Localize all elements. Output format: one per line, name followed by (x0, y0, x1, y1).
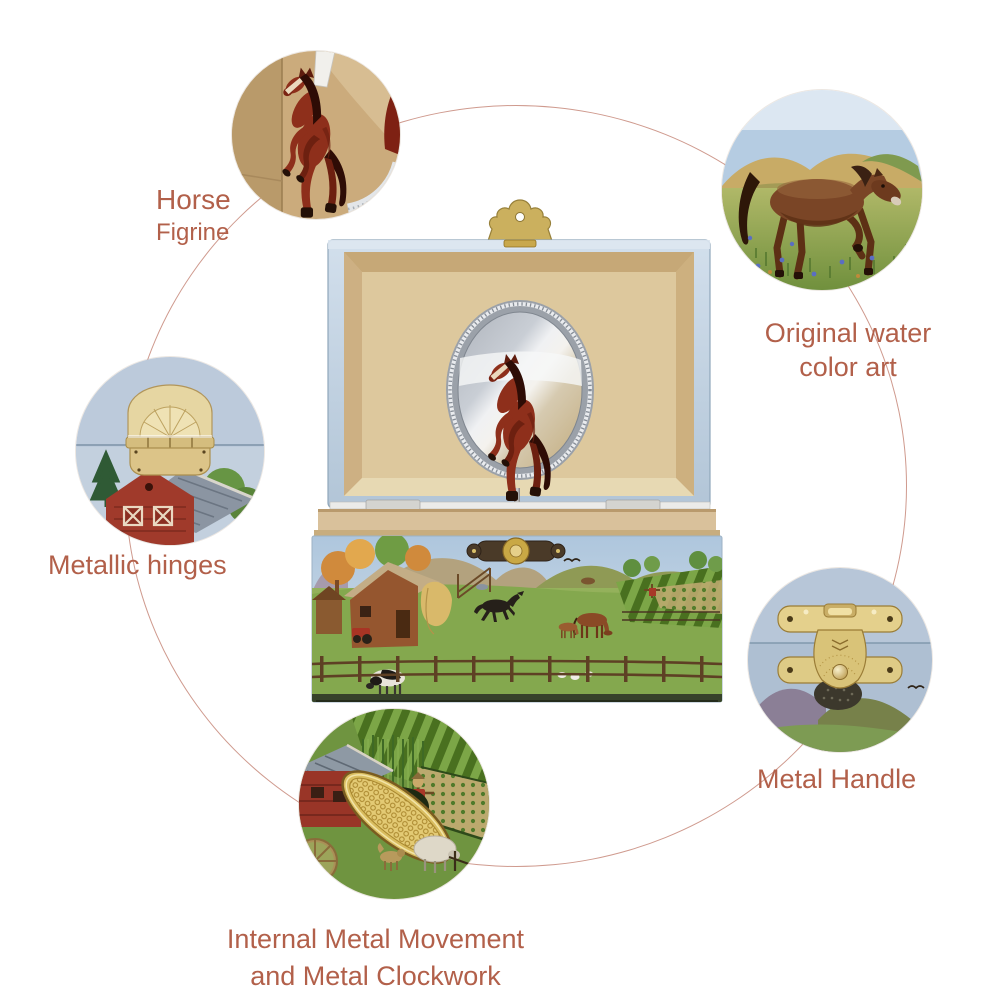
black-horse (474, 591, 524, 622)
label-metallic-hinges: Metallic hinges (48, 550, 227, 580)
foal (558, 622, 579, 639)
callout-internal-movement-photo (299, 709, 489, 899)
latch-hardware (777, 603, 903, 710)
lid-clasp-icon (486, 199, 554, 251)
farm-scene-painting (312, 536, 722, 702)
hinge-hardware (125, 384, 215, 476)
callout-watercolor-art-photo (722, 90, 922, 290)
music-box-photo (300, 190, 730, 720)
label-line: Internal Metal Movement (226, 924, 525, 954)
callout-metal-latch-photo (748, 568, 932, 752)
label-line: Original water (764, 318, 932, 348)
label-line: and Metal Clockwork (250, 961, 501, 991)
label-internal-movement: Internal Metal Movement and Metal Clockw… (203, 921, 548, 995)
dog (377, 843, 405, 871)
label-horse-figurine: Horse Figrine (156, 182, 231, 249)
label-line: Figrine (156, 218, 230, 246)
base-drawer (311, 509, 723, 703)
brown-horse (572, 613, 613, 638)
label-metal-handle: Metal Handle (757, 764, 917, 794)
label-watercolor-art: Original water color art (733, 316, 963, 384)
drawer-hinge-plate (466, 537, 566, 565)
callout-horse-figurine-photo (232, 51, 400, 219)
label-line: Horse (156, 184, 231, 215)
callout-metal-hinge-photo (76, 357, 264, 545)
label-line: color art (799, 352, 897, 382)
